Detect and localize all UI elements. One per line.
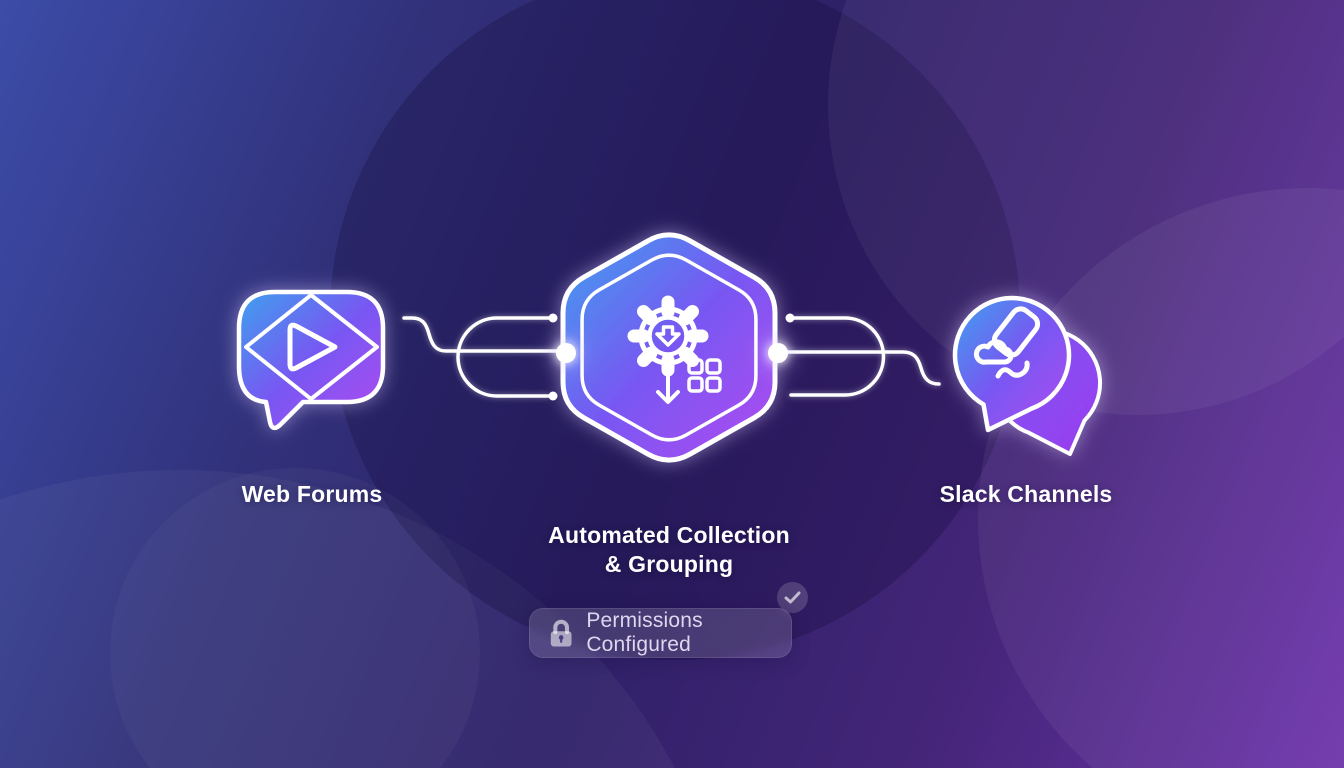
grid-icon [687, 358, 722, 393]
squiggle [995, 360, 1030, 379]
download-arrow-icon [655, 325, 681, 347]
chat-bubble-front [952, 295, 1072, 433]
connector-right-curve [776, 350, 941, 386]
connector-left-arc [456, 316, 551, 398]
check-icon [784, 591, 801, 604]
processor-label: Automated Collection & Grouping [494, 521, 844, 579]
big-dot [768, 343, 788, 363]
play-icon [287, 322, 338, 372]
status-check-chip [777, 582, 808, 613]
small-down-arrow-icon [656, 375, 680, 404]
connector-right-arc [789, 316, 886, 397]
connector-dots [548, 313, 795, 401]
small-dot [548, 391, 558, 401]
diamond-outline [244, 293, 379, 401]
slack-channels-label: Slack Channels [939, 481, 1113, 507]
lock-icon [550, 619, 572, 647]
big-dot [556, 343, 576, 363]
connector-left [402, 316, 558, 398]
web-forums-label: Web Forums [241, 481, 383, 507]
slack-node [952, 295, 1103, 456]
small-dot [785, 313, 795, 323]
hexagon-outer [560, 232, 778, 463]
slack-chat-bubbles-icon [952, 295, 1103, 456]
gear-download-icon [627, 295, 722, 404]
permissions-badge-label: Permissions Configured [586, 609, 703, 656]
small-dot [548, 313, 558, 323]
processor-label-line1: Automated Collection [548, 522, 790, 548]
slack-icon [973, 306, 1041, 379]
permissions-badge: Permissions Configured [529, 608, 792, 658]
processor-node [560, 232, 778, 463]
chat-bubble-play-icon [236, 289, 386, 431]
web-forums-node [236, 289, 386, 431]
connector-left-curve [402, 316, 558, 353]
processor-label-line2: & Grouping [604, 551, 734, 577]
hexagon-inner [580, 253, 758, 442]
cloud-icon [973, 339, 1014, 365]
connector-right [776, 316, 941, 397]
